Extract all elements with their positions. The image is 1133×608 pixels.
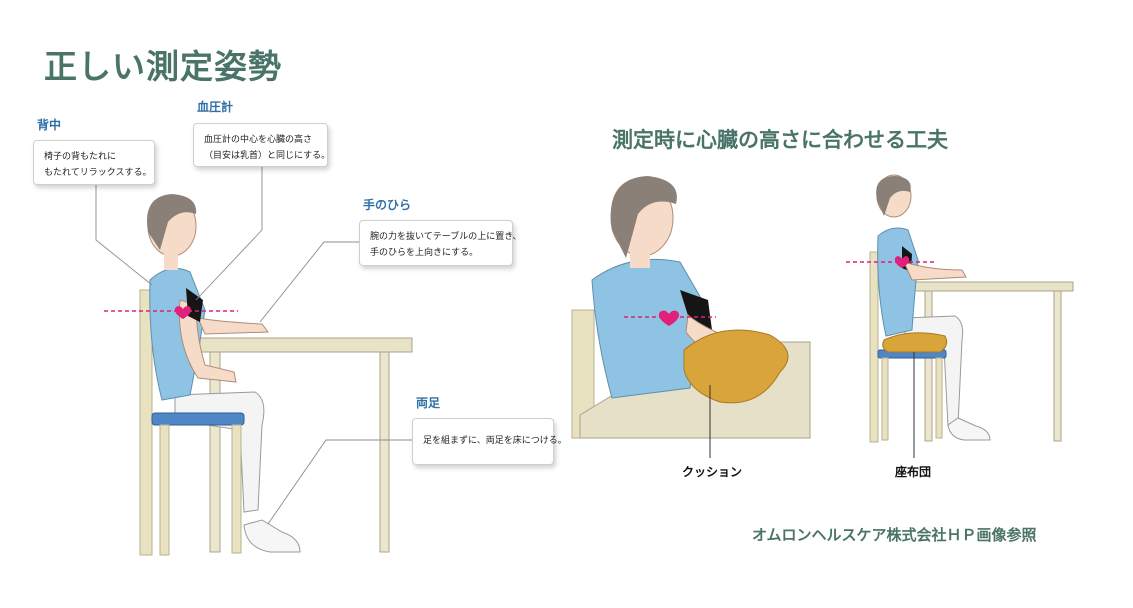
callout-note-line: 血圧計の中心を心臓の高さ — [204, 135, 313, 145]
caption-cushion: クッション — [682, 465, 743, 479]
callout-note-line: 手のひらを上向きにする。 — [370, 248, 479, 258]
table-leg — [379, 351, 390, 553]
leader-back — [95, 185, 153, 286]
hair — [147, 194, 197, 250]
callout-note-line: 椅子の背もたれに — [44, 152, 117, 162]
main-posture-figure — [104, 194, 413, 556]
chair-leg — [935, 357, 943, 439]
slipper — [947, 417, 991, 441]
chair-leg — [881, 357, 889, 441]
chair-leg — [231, 424, 242, 554]
hair — [876, 176, 911, 216]
upper-arm — [178, 299, 237, 383]
chair-seat — [151, 412, 245, 426]
callout-label-monitor: 血圧計 — [197, 100, 234, 114]
callout-label-back: 背中 — [37, 118, 62, 132]
callout-note-line: （目安は乳首）と同じにする。 — [204, 151, 331, 161]
zabuton-posture-figure — [846, 174, 1074, 458]
shirt — [877, 227, 919, 337]
leader-feet — [267, 439, 414, 525]
table-leg — [924, 290, 933, 442]
callout-label-palm: 手のひら — [363, 198, 412, 212]
callout-note-monitor: 血圧計の中心を心臓の高さ （目安は乳首）と同じにする。 — [193, 123, 331, 167]
table-top — [199, 337, 413, 353]
callout-note-palm: 腕の力を抜いてテーブルの上に置き、 手のひらを上向きにする。 — [359, 220, 522, 266]
callout-label-feet: 両足 — [416, 396, 441, 410]
chair-back-post — [139, 289, 153, 556]
cushion-posture-figure — [571, 176, 811, 458]
shirt — [591, 258, 703, 399]
neck — [630, 252, 650, 268]
neck — [164, 252, 178, 270]
callout-note-feet: 足を組まずに、両足を床につける。 — [412, 418, 567, 465]
callout-note-line: もたれてリラックスする。 — [44, 168, 152, 178]
callout-note-back: 椅子の背もたれに もたれてリラックスする。 — [33, 140, 155, 185]
callout-leader-lines — [95, 165, 414, 525]
hair — [610, 176, 677, 258]
blood-pressure-cuff — [680, 290, 712, 330]
cushion — [683, 329, 789, 404]
callout-note-line: 足を組まずに、両足を床につける。 — [423, 436, 567, 446]
table-top — [914, 281, 1074, 292]
forearm-on-table — [903, 261, 967, 281]
section-subtitle: 測定時に心臓の高さに合わせる工夫 — [612, 128, 948, 152]
table-leg — [209, 351, 221, 553]
image-credit: オムロンヘルスケア株式会社ＨＰ画像参照 — [752, 526, 1037, 544]
heart-icon — [894, 256, 910, 268]
leader-palm — [259, 241, 360, 323]
forearm-on-table — [197, 317, 269, 335]
zabuton-cushion — [882, 332, 948, 353]
blood-pressure-cuff — [186, 288, 203, 322]
chair-leg — [159, 424, 170, 556]
heart-icon — [174, 306, 192, 319]
heart-icon — [658, 310, 680, 326]
slipper — [243, 519, 301, 553]
leader-monitor — [195, 165, 263, 301]
callout-note-line: 腕の力を抜いてテーブルの上に置き、 — [370, 232, 522, 242]
caption-zabuton: 座布団 — [895, 465, 932, 479]
chair-back-post — [869, 251, 879, 443]
page-title: 正しい測定姿勢 — [44, 47, 282, 86]
table-leg — [1053, 290, 1062, 442]
